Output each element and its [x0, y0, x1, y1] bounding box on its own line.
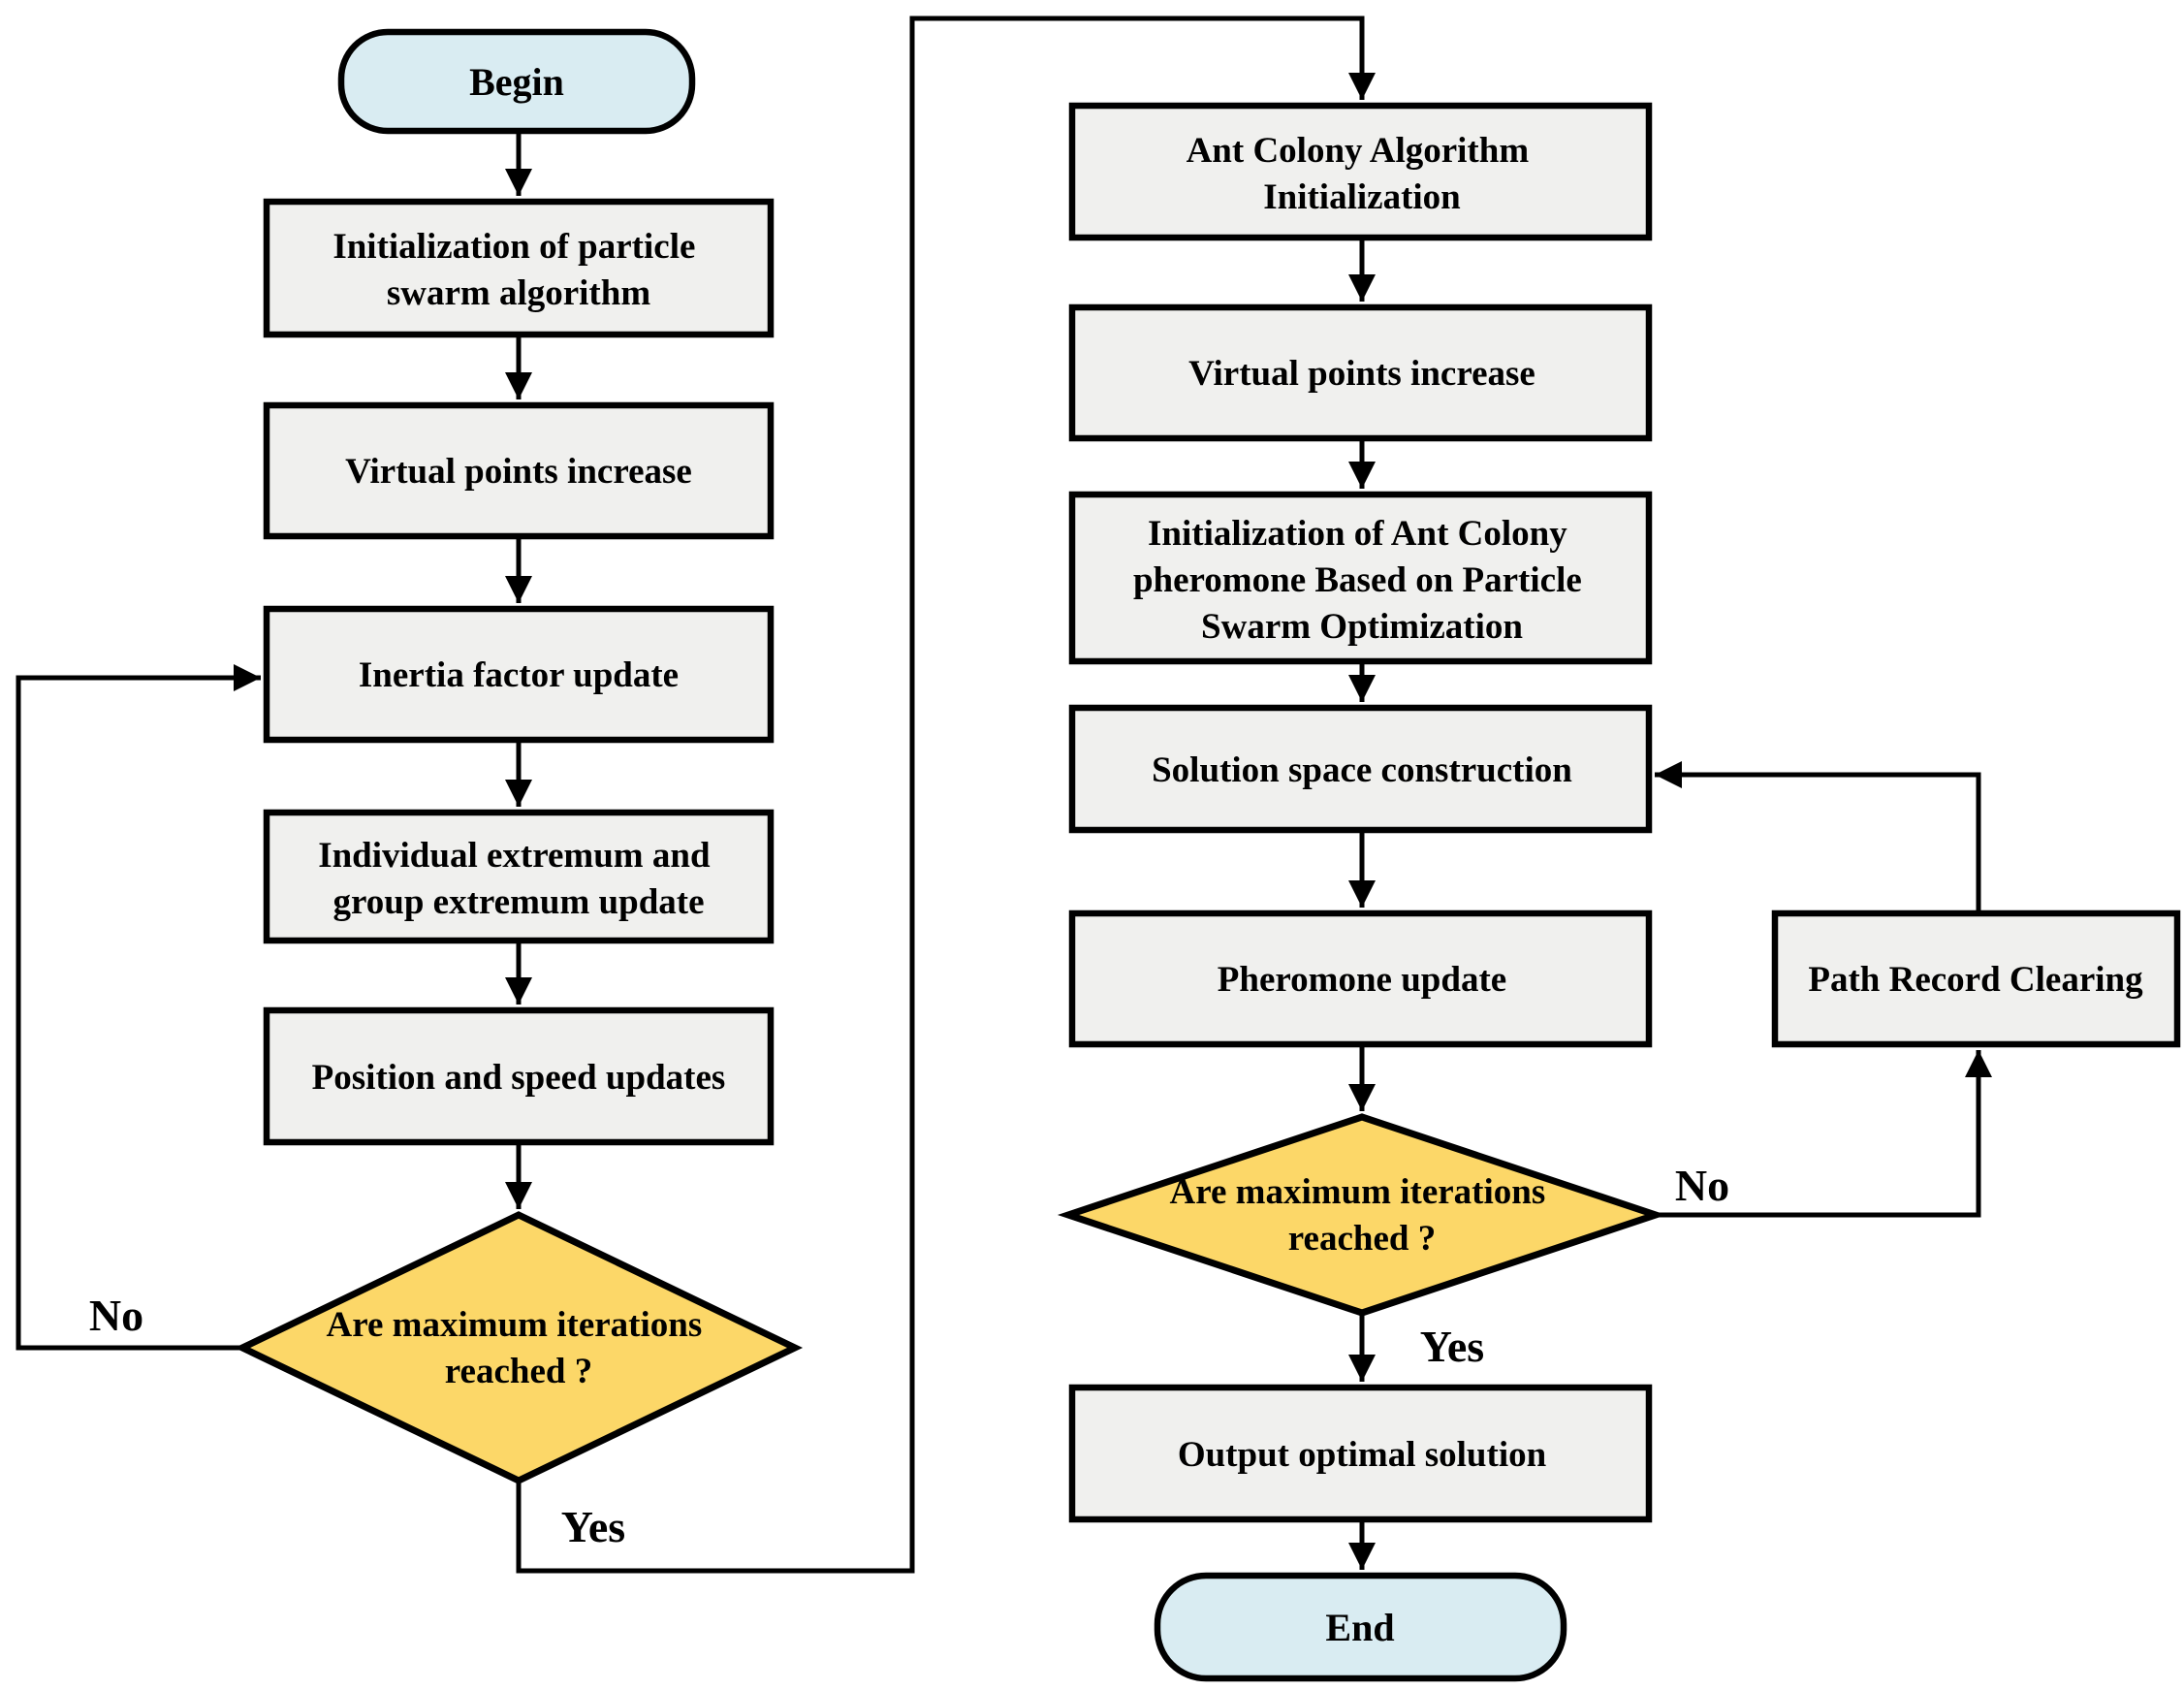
output-solution-shape	[1068, 1384, 1653, 1523]
edge-no-right-to-path-record	[1656, 1050, 1992, 1218]
decision-right-shape	[1057, 1113, 1667, 1317]
node-pheromone-init: Initialization of Ant Colony pheromone B…	[1068, 491, 1653, 665]
decision-right-label: Are maximum iterations reached ?	[1170, 1172, 1555, 1259]
extremum-update-label: Individual extremum and group extremum u…	[318, 836, 719, 922]
edge-label-yes-left: Yes	[561, 1502, 625, 1551]
edge-labels: No Yes No Yes	[89, 1161, 1729, 1551]
solution-space-label: Solution space construction	[1152, 750, 1572, 790]
extremum-update-shape	[263, 809, 775, 944]
path-record-clearing-shape	[1771, 909, 2181, 1048]
pheromone-update-shape	[1068, 909, 1653, 1048]
aco-init-shape	[1068, 102, 1653, 241]
edge-no-left-loop	[16, 664, 261, 1351]
end-label: End	[1325, 1606, 1394, 1649]
decision-left-shape	[234, 1211, 804, 1484]
pso-init-label: Initialization of particle swarm algorit…	[332, 227, 704, 313]
node-extremum-update: Individual extremum and group extremum u…	[263, 809, 775, 944]
inertia-update-shape	[263, 605, 775, 744]
pso-init-shape	[263, 198, 775, 338]
edge-yes-left-to-aco-init	[516, 16, 1376, 1574]
node-aco-init: Ant Colony Algorithm Initialization	[1068, 102, 1653, 241]
solution-space-shape	[1068, 704, 1653, 834]
node-solution-space: Solution space construction	[1068, 704, 1653, 834]
edge-path-record-to-solution	[1655, 761, 1981, 913]
node-end: End	[1154, 1572, 1567, 1682]
node-begin: Begin	[337, 28, 696, 135]
begin-label: Begin	[469, 60, 564, 104]
edge-label-no-left: No	[89, 1291, 143, 1340]
node-decision-right: Are maximum iterations reached ?	[1057, 1113, 1667, 1317]
output-solution-label: Output optimal solution	[1178, 1435, 1547, 1475]
node-virtual-points-right: Virtual points increase	[1068, 303, 1653, 442]
node-position-speed: Position and speed updates	[263, 1006, 775, 1146]
node-pso-init: Initialization of particle swarm algorit…	[263, 198, 775, 338]
node-decision-left: Are maximum iterations reached ?	[234, 1211, 804, 1484]
virtual-points-left-shape	[263, 401, 775, 540]
begin-terminal-shape	[337, 28, 696, 135]
connectors	[16, 16, 1992, 1574]
inertia-update-label: Inertia factor update	[359, 655, 679, 695]
node-path-record-clearing: Path Record Clearing	[1771, 909, 2181, 1048]
aco-init-label: Ant Colony Algorithm Initialization	[1187, 131, 1538, 217]
edge-label-yes-right: Yes	[1420, 1322, 1484, 1371]
pheromone-update-label: Pheromone update	[1218, 960, 1506, 1000]
node-pheromone-update: Pheromone update	[1068, 909, 1653, 1048]
node-output-solution: Output optimal solution	[1068, 1384, 1653, 1523]
virtual-points-right-label: Virtual points increase	[1188, 354, 1535, 394]
node-virtual-points-left: Virtual points increase	[263, 401, 775, 540]
node-inertia-update: Inertia factor update	[263, 605, 775, 744]
end-terminal-shape	[1154, 1572, 1567, 1682]
virtual-points-left-label: Virtual points increase	[345, 452, 692, 492]
path-record-clearing-label: Path Record Clearing	[1808, 960, 2143, 1000]
virtual-points-right-shape	[1068, 303, 1653, 442]
position-speed-label: Position and speed updates	[312, 1058, 726, 1098]
position-speed-shape	[263, 1006, 775, 1146]
pheromone-init-shape	[1068, 491, 1653, 665]
decision-left-label: Are maximum iterations reached ?	[327, 1305, 712, 1391]
pheromone-init-label: Initialization of Ant Colony pheromone B…	[1133, 514, 1591, 647]
edge-label-no-right: No	[1675, 1161, 1729, 1210]
